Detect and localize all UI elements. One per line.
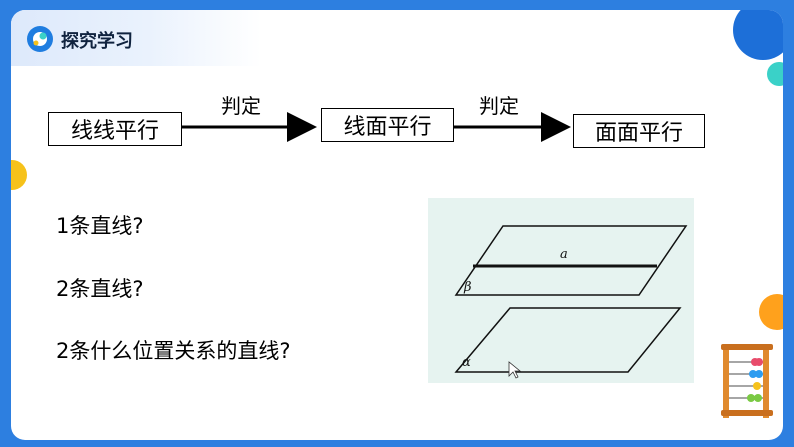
flow-box-label: 线面平行 bbox=[343, 115, 432, 140]
plane-beta-label: β bbox=[463, 280, 472, 295]
flow-arrows bbox=[181, 112, 571, 142]
decoration-circle bbox=[767, 62, 783, 86]
section-title: 探究学习 bbox=[61, 31, 133, 52]
decoration-circle bbox=[733, 10, 783, 60]
flow-box-line-line: 线线平行 bbox=[48, 112, 182, 146]
flow-box-line-plane: 线面平行 bbox=[321, 108, 454, 142]
question-1: 1条直线? bbox=[56, 214, 144, 238]
planes-figure: a β α bbox=[428, 198, 694, 383]
plane-alpha-label: α bbox=[462, 355, 471, 370]
mouse-cursor-icon bbox=[508, 361, 522, 379]
arrow-label: 判定 bbox=[221, 94, 261, 118]
decoration-circle bbox=[11, 160, 27, 190]
arrow-label: 判定 bbox=[479, 94, 519, 118]
slide: 探究学习 线线平行 线面平行 面面平行 判定 判定 1条直线? 2条直线? 2条… bbox=[11, 10, 783, 440]
abacus-icon bbox=[721, 344, 773, 418]
plane-alpha bbox=[454, 307, 682, 373]
section-header: 探究学习 bbox=[11, 10, 261, 66]
question-3: 2条什么位置关系的直线? bbox=[56, 339, 291, 363]
plane-beta bbox=[454, 225, 688, 296]
line-a-label: a bbox=[560, 247, 568, 262]
question-2: 2条直线? bbox=[56, 277, 144, 301]
logo-icon bbox=[27, 26, 53, 52]
flow-box-label: 线线平行 bbox=[70, 119, 159, 144]
flow-box-plane-plane: 面面平行 bbox=[573, 114, 705, 148]
decoration-circle bbox=[759, 294, 783, 330]
flow-box-label: 面面平行 bbox=[594, 121, 683, 146]
